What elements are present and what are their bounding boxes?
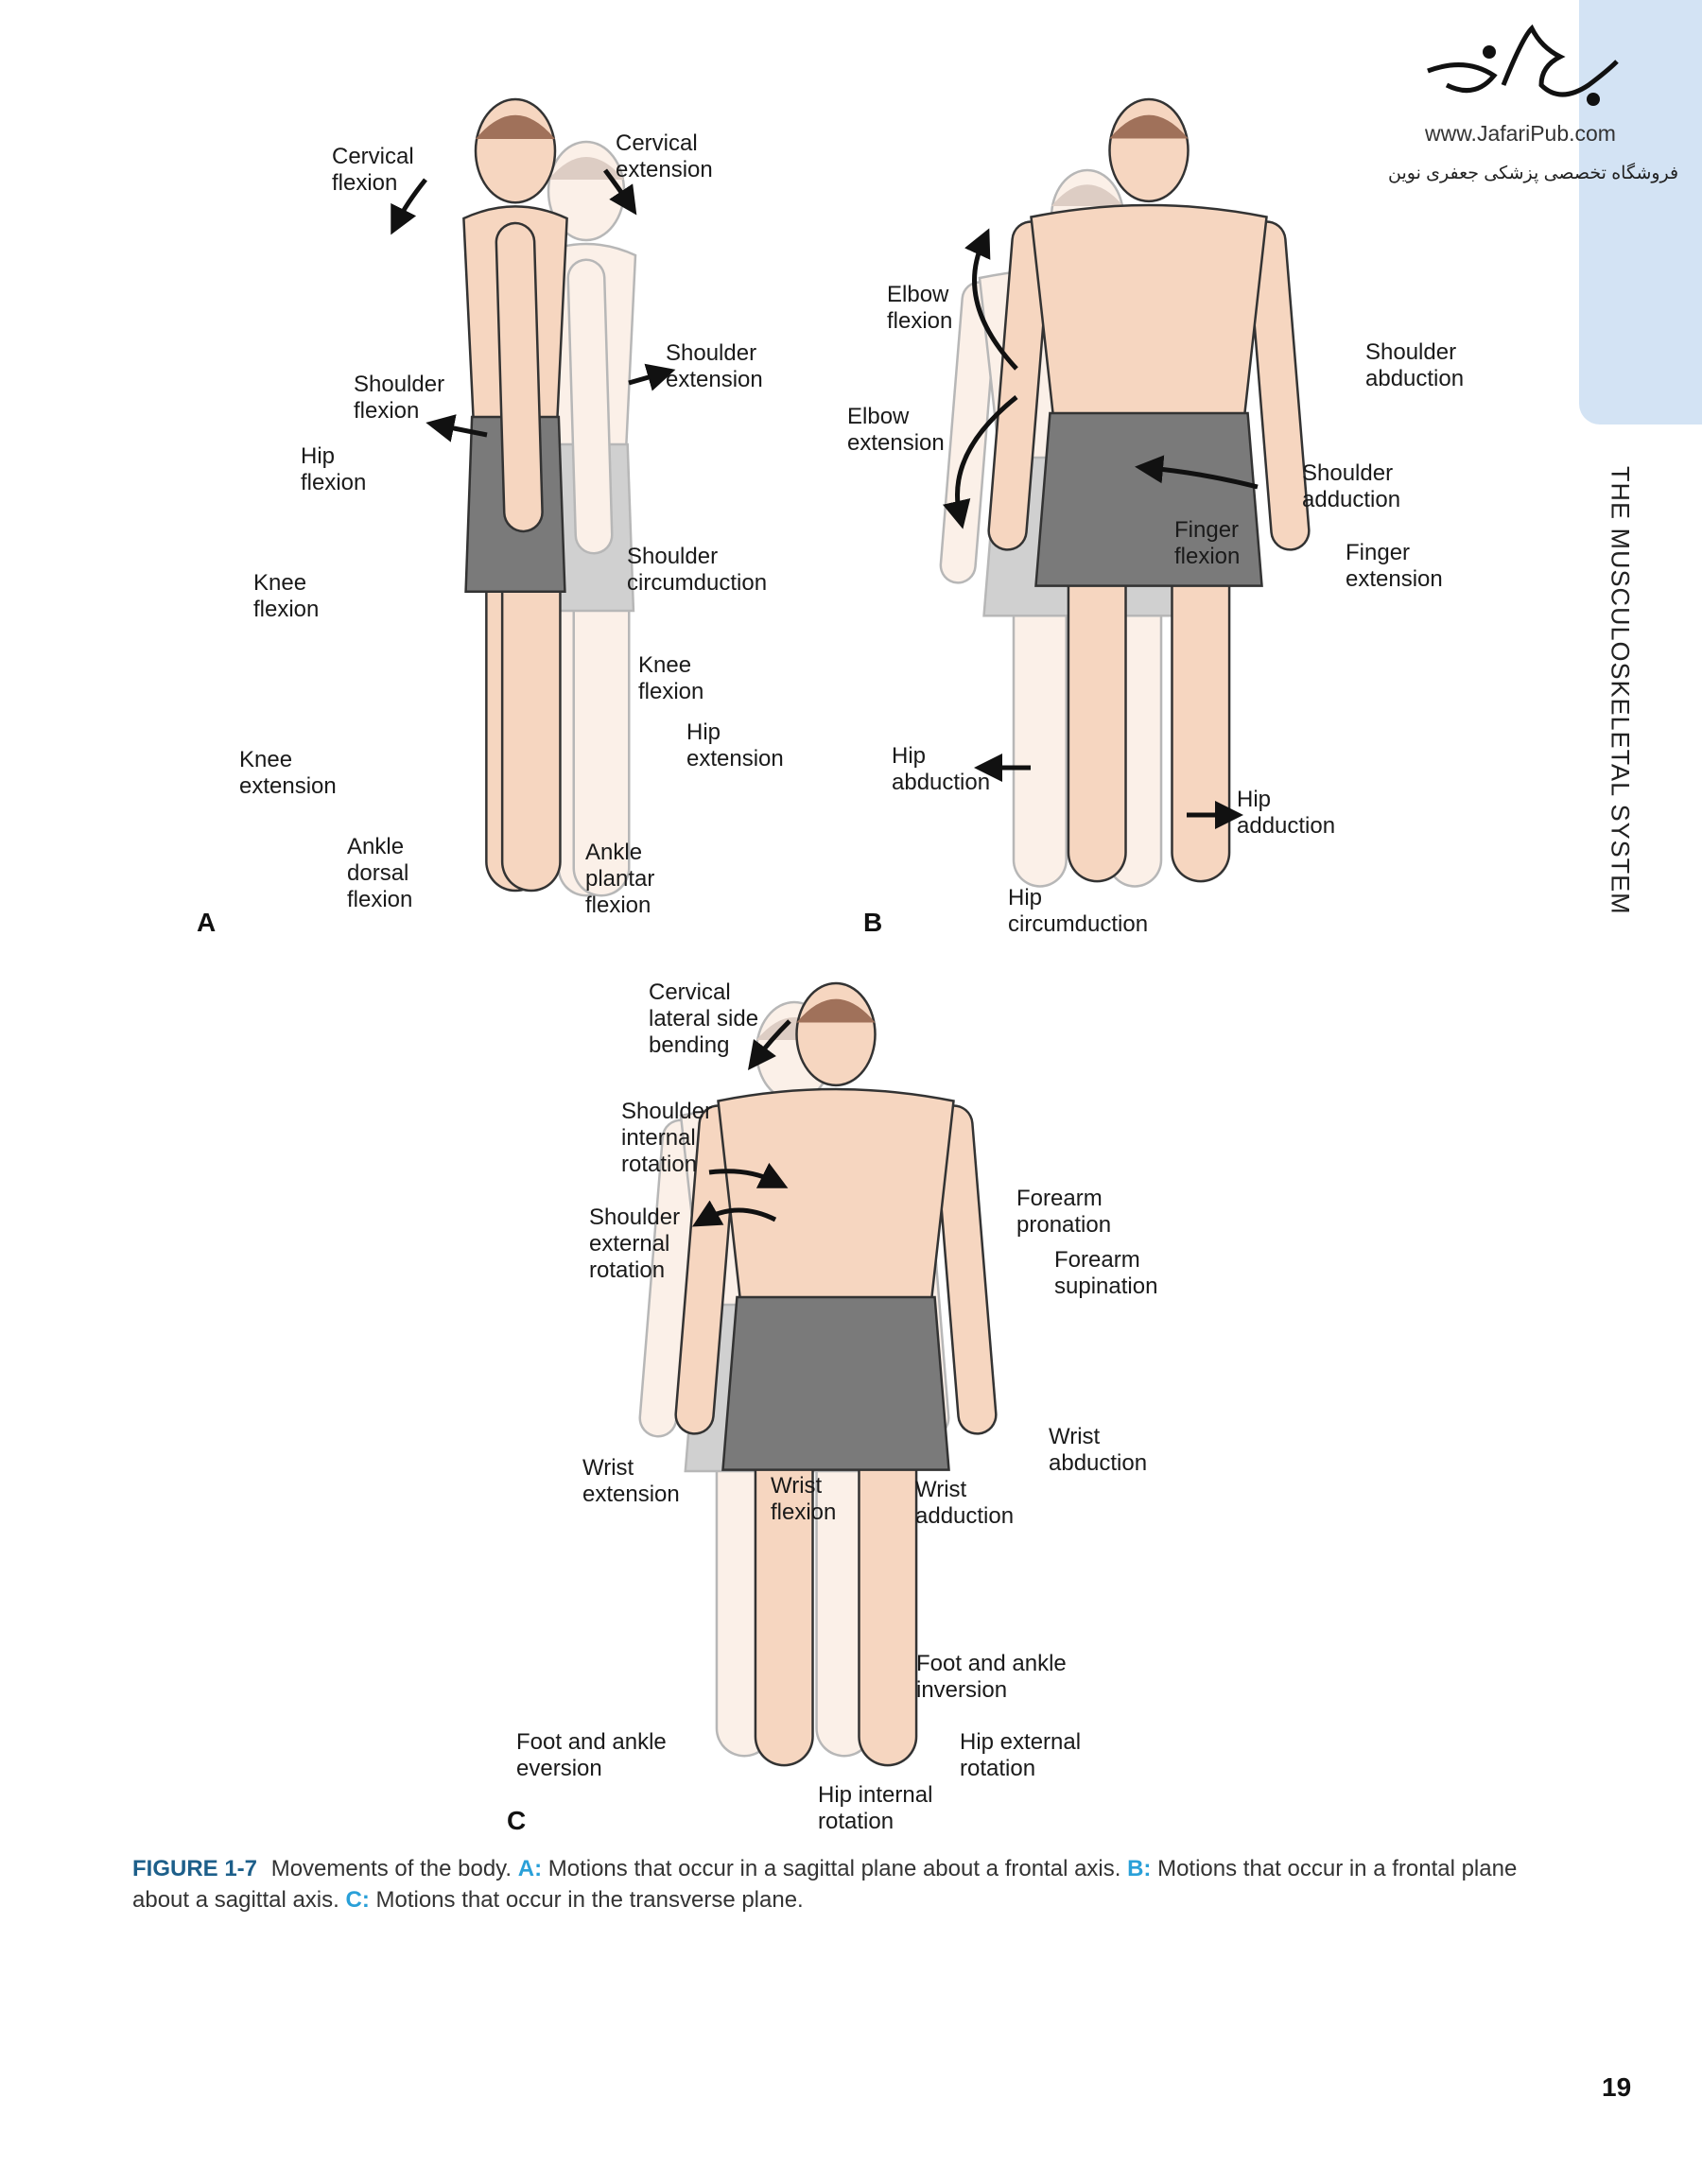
label-wrist-extension: Wrist extension: [582, 1455, 680, 1507]
panel-letter-c: C: [507, 1806, 527, 1835]
label-hip-adduction: Hip adduction: [1237, 787, 1336, 839]
label-hip-circumduction: Hip circumduction: [1008, 885, 1149, 937]
figure-caption: FIGURE 1-7 Movements of the body. A: Mot…: [132, 1853, 1551, 1915]
arrow-shoulder-flexion: [426, 414, 488, 442]
caption-text-c: Motions that occur in the transverse pla…: [375, 1887, 804, 1913]
label-foot-ankle-inversion: Foot and ankle inversion: [916, 1651, 1067, 1703]
caption-key-a: A:: [517, 1856, 543, 1881]
publisher-tagline: فروشگاه تخصصی پزشکی جعفری نوین: [1388, 164, 1679, 183]
arrow-cervical-bending: [747, 1019, 791, 1070]
label-elbow-flexion: Elbow flexion: [887, 282, 953, 334]
label-knee-flexion-left: Knee flexion: [253, 570, 320, 622]
label-shoulder-abduction: Shoulder abduction: [1365, 339, 1465, 391]
arrow-shoulder-external: [691, 1200, 777, 1227]
label-hip-internal-rotation: Hip internal rotation: [818, 1782, 933, 1834]
panel-letter-a: A: [197, 908, 217, 937]
label-wrist-adduction: Wrist adduction: [915, 1477, 1015, 1529]
label-shoulder-extension: Shoulder extension: [666, 340, 763, 392]
publisher-logo: [1427, 24, 1619, 106]
label-forearm-pronation: Forearm pronation: [1016, 1186, 1112, 1238]
arrow-shoulder-adduction: [1135, 455, 1259, 490]
caption-text-a: Motions that occur in a sagittal plane a…: [547, 1856, 1121, 1881]
body-movement-illustrations: [391, 97, 1311, 1767]
label-ankle-plantar-flexion: Ankle plantar flexion: [585, 840, 655, 918]
label-knee-extension: Knee extension: [239, 747, 337, 799]
label-knee-flexion-right: Knee flexion: [638, 652, 704, 704]
arrow-cervical-extension: [602, 168, 637, 216]
label-shoulder-circumduction: Shoulder circumduction: [627, 544, 768, 596]
label-ankle-dorsal-flexion: Ankle dorsal flexion: [347, 834, 413, 912]
figure-number: FIGURE 1-7: [132, 1856, 258, 1881]
label-shoulder-external-rotation: Shoulder external rotation: [589, 1205, 681, 1283]
label-forearm-supination: Forearm supination: [1054, 1247, 1158, 1299]
panel-letter-b: B: [863, 908, 883, 937]
arrow-elbow-flexion: [964, 228, 1018, 371]
label-foot-ankle-eversion: Foot and ankle eversion: [516, 1729, 667, 1781]
figure-b-frontal: [987, 97, 1311, 883]
label-finger-flexion: Finger flexion: [1174, 517, 1241, 569]
label-finger-extension: Finger extension: [1346, 540, 1443, 592]
label-wrist-flexion: Wrist flexion: [771, 1473, 837, 1525]
label-shoulder-flexion: Shoulder flexion: [354, 372, 445, 424]
label-cervical-extension: Cervical extension: [616, 130, 713, 182]
label-hip-flexion: Hip flexion: [301, 443, 367, 495]
arrow-shoulder-extension: [628, 363, 676, 391]
arrow-elbow-extension: [943, 395, 1018, 529]
caption-intro: Movements of the body.: [270, 1856, 512, 1881]
caption-key-b: B:: [1127, 1856, 1152, 1881]
label-elbow-extension: Elbow extension: [847, 404, 945, 456]
label-hip-extension: Hip extension: [686, 719, 784, 771]
section-tab: [1579, 0, 1702, 425]
figure-c-transverse: [674, 981, 998, 1767]
figure-a-sagittal: [462, 97, 568, 893]
arrow-cervical-flexion: [391, 178, 427, 235]
label-cervical-flexion: Cervical flexion: [332, 144, 414, 196]
publisher-url: www.JafariPub.com: [1425, 121, 1616, 146]
label-shoulder-internal-rotation: Shoulder internal rotation: [621, 1099, 713, 1177]
label-hip-abduction: Hip abduction: [892, 743, 991, 795]
page-number: 19: [1602, 2072, 1632, 2102]
label-cervical-lateral-bending: Cervical lateral side bending: [649, 979, 759, 1058]
label-hip-external-rotation: Hip external rotation: [960, 1729, 1082, 1781]
caption-key-c: C:: [345, 1887, 370, 1913]
label-wrist-abduction: Wrist abduction: [1049, 1424, 1148, 1476]
arrow-shoulder-internal: [708, 1162, 789, 1188]
caption-text-b: Motions that occur in a frontal plane ab…: [132, 1856, 1518, 1913]
label-shoulder-adduction: Shoulder adduction: [1302, 460, 1401, 512]
